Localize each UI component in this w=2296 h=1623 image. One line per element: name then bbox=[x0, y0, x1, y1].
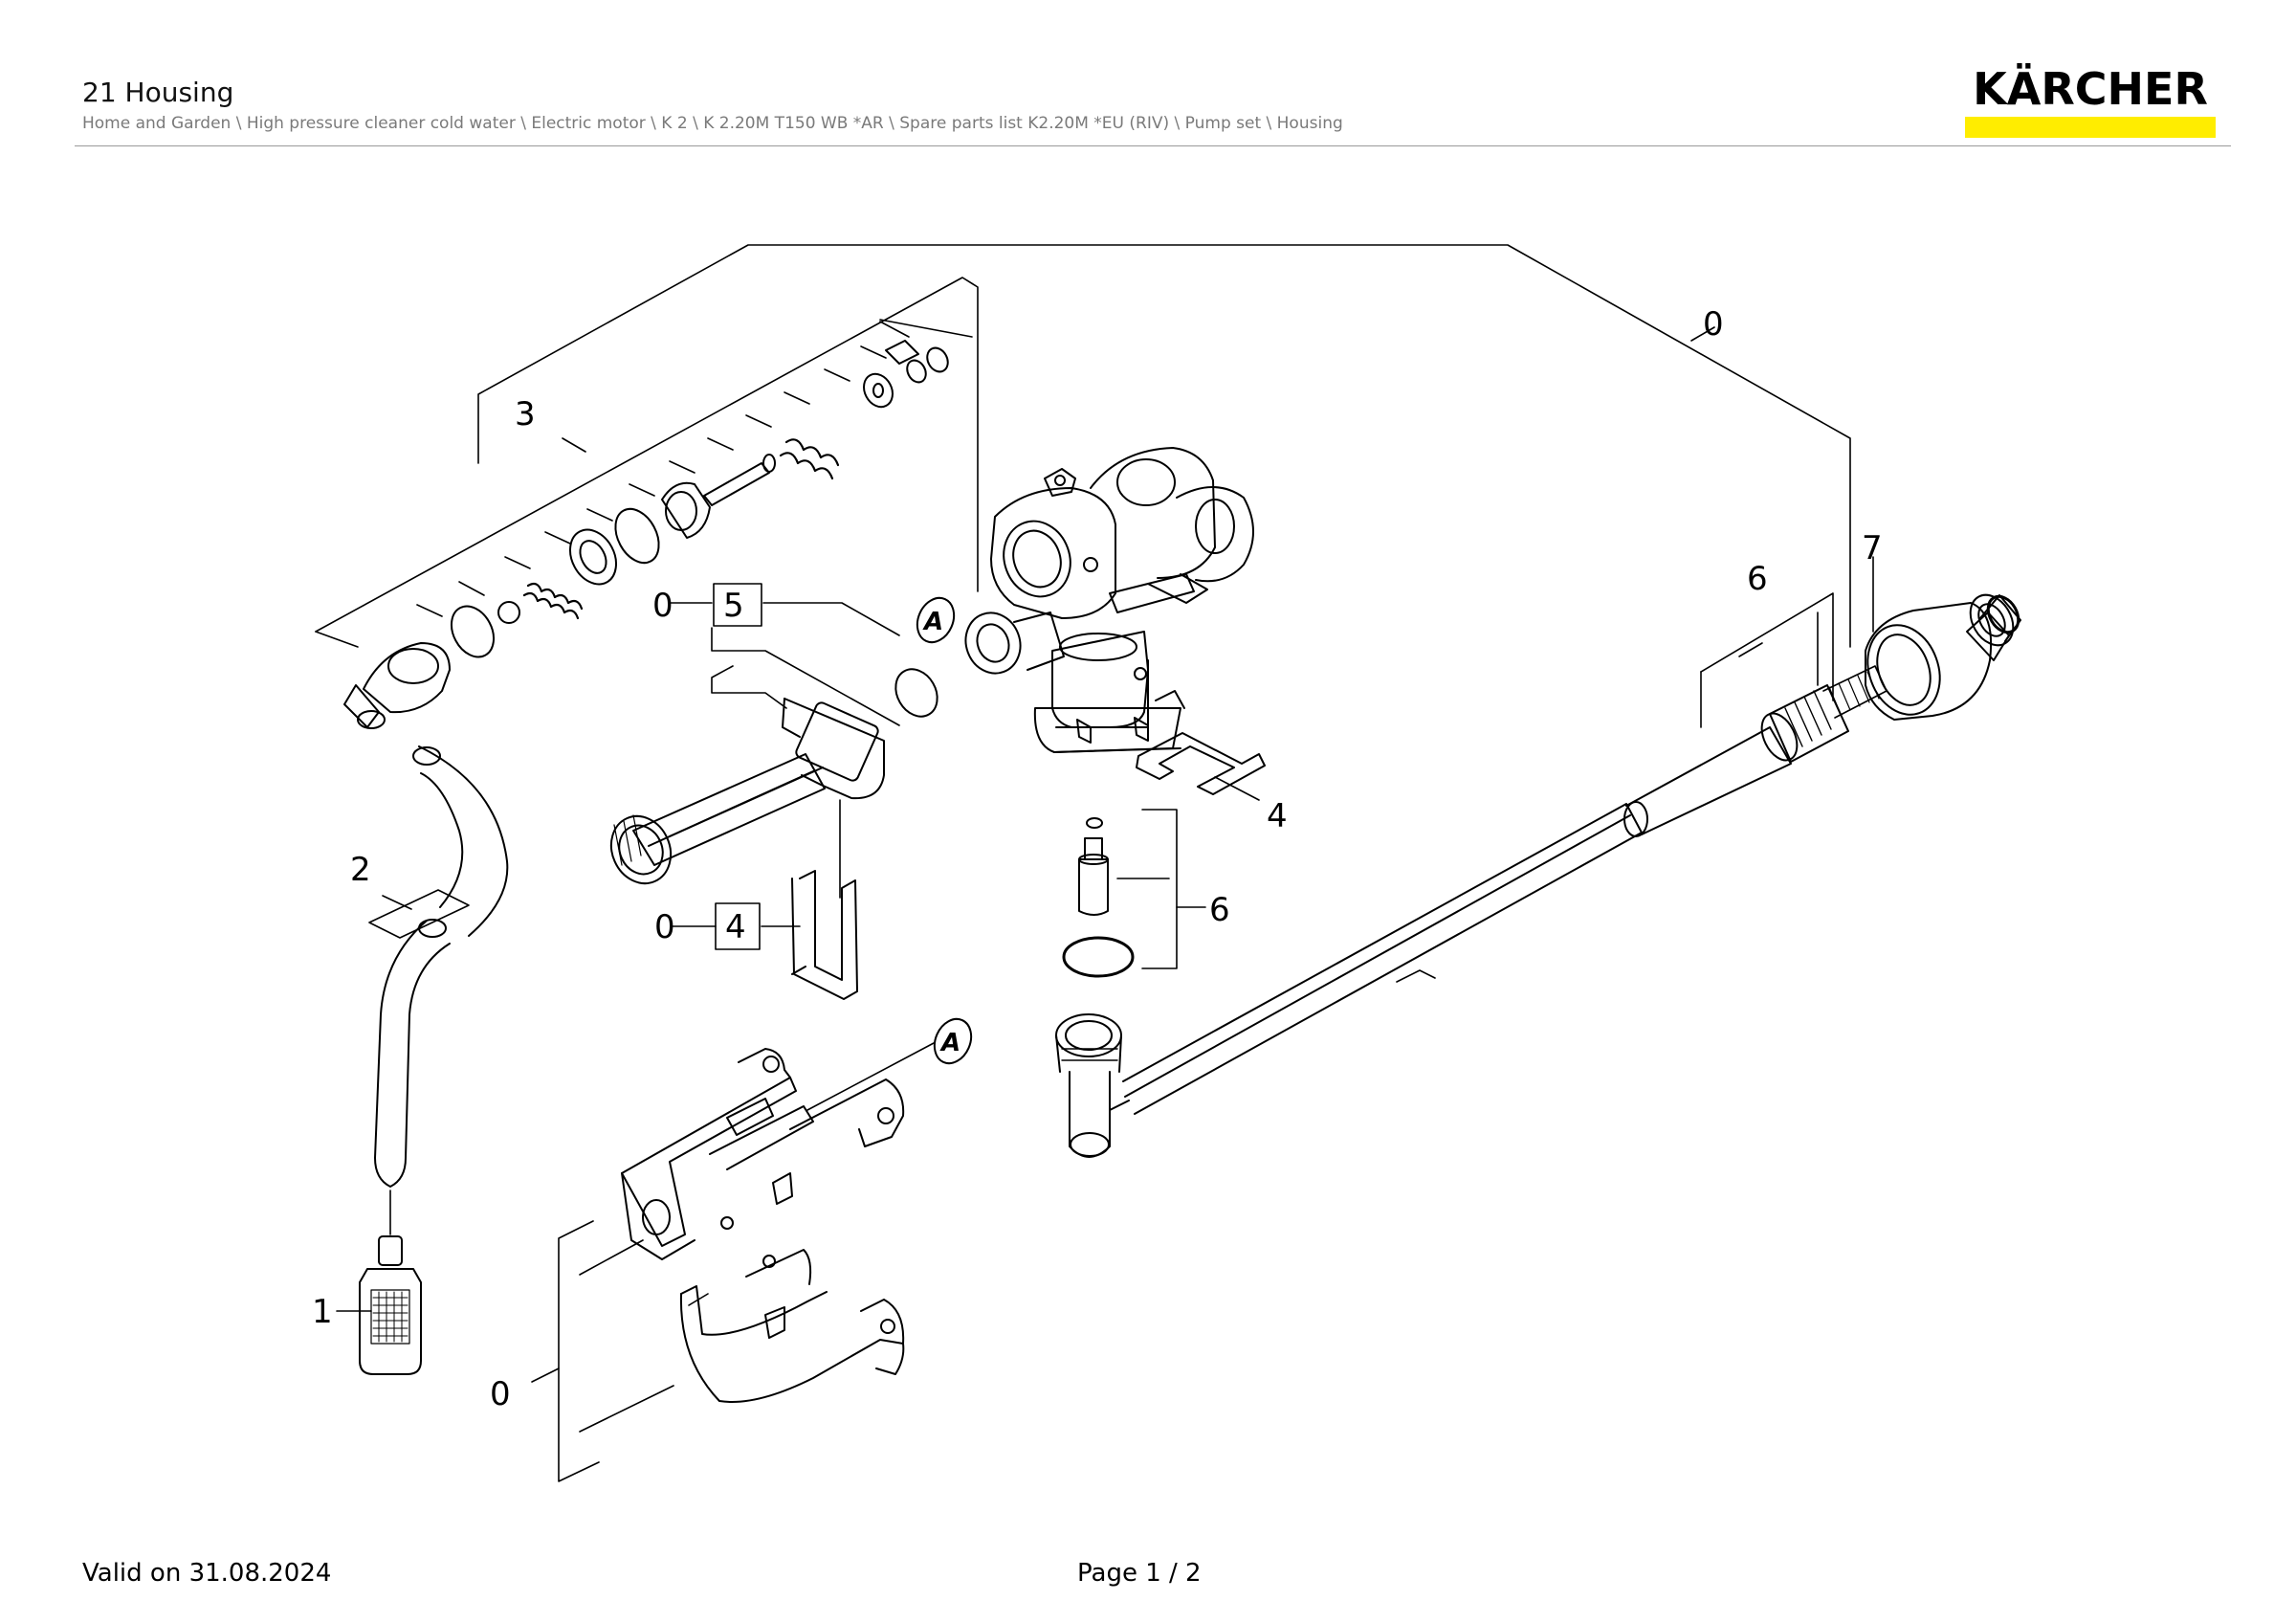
leader-lines bbox=[315, 244, 1874, 1482]
header-divider bbox=[75, 145, 2231, 146]
callout-0-top: 0 bbox=[1703, 305, 1724, 344]
part-1-filter bbox=[359, 1235, 422, 1375]
callout-0-box4: 0 bbox=[654, 908, 675, 946]
part-5-suction-pipe bbox=[609, 668, 938, 885]
callout-4-right: 4 bbox=[1267, 797, 1288, 835]
callout-0-box5: 0 bbox=[652, 587, 673, 625]
part-4-clip bbox=[791, 870, 858, 1000]
part-4-right-clip bbox=[1136, 732, 1266, 795]
breadcrumb: Home and Garden \ High pressure cleaner … bbox=[82, 114, 1343, 133]
page-number: Page 1 / 2 bbox=[1077, 1559, 1202, 1588]
callout-7: 7 bbox=[1862, 529, 1883, 567]
part-7-hose-coupling bbox=[1122, 593, 2021, 1115]
lower-bracket-frame bbox=[621, 1017, 973, 1403]
callout-5: 5 bbox=[723, 587, 744, 625]
callout-0-bottom: 0 bbox=[490, 1375, 511, 1413]
callout-a-upper: A bbox=[922, 608, 943, 636]
brand-logo-text: KÄRCHER bbox=[1973, 63, 2208, 115]
callout-boxes bbox=[713, 583, 762, 950]
brand-logo-bar bbox=[1965, 117, 2216, 138]
callout-4-box: 4 bbox=[725, 908, 746, 946]
callout-a-lower: A bbox=[939, 1029, 960, 1057]
outlet-elbow bbox=[1055, 1013, 1130, 1158]
pump-head bbox=[916, 447, 1254, 753]
part-3-valve-set bbox=[343, 340, 949, 729]
callout-6-right: 6 bbox=[1747, 560, 1768, 598]
page-title: 21 Housing bbox=[82, 77, 234, 108]
callout-1: 1 bbox=[312, 1293, 333, 1331]
callout-2: 2 bbox=[350, 851, 371, 889]
callout-3: 3 bbox=[515, 395, 536, 434]
part-6-valve-insert bbox=[1062, 817, 1135, 978]
callout-6-mid: 6 bbox=[1209, 891, 1230, 929]
valid-date: Valid on 31.08.2024 bbox=[82, 1559, 332, 1588]
part-2-hose bbox=[374, 745, 509, 1188]
brand-logo: KÄRCHER bbox=[1965, 65, 2216, 138]
